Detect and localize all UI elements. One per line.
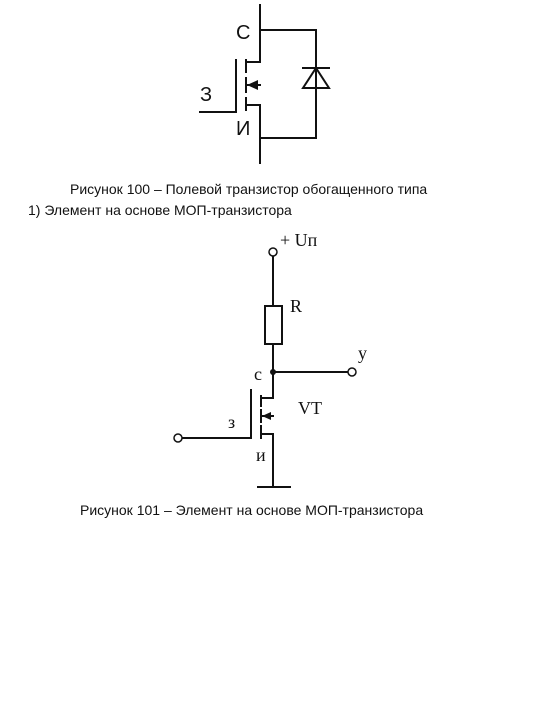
pin-gate-label: З xyxy=(200,84,213,106)
channel-arrow xyxy=(247,80,258,90)
supply-terminal xyxy=(268,247,278,257)
diode-triangle xyxy=(301,66,331,89)
pin-drain-label: С xyxy=(236,22,251,44)
source-label: и xyxy=(256,445,266,465)
output-label: у xyxy=(358,343,367,363)
transistor-label: VT xyxy=(298,398,322,418)
mos-channel-arrow xyxy=(262,412,271,420)
resistor-label: R xyxy=(290,296,303,316)
gate-label: з xyxy=(228,412,236,432)
pin-source-label: И xyxy=(236,118,251,140)
resistor xyxy=(264,305,283,345)
section-heading: 1) Элемент на основе МОП-транзистора xyxy=(28,202,292,218)
drain-label: с xyxy=(254,364,262,384)
supply-label: + Uп xyxy=(280,230,318,250)
figure-100-caption: Рисунок 100 – Полевой транзистор обогаще… xyxy=(70,181,428,197)
gate-terminal xyxy=(173,433,183,443)
junction-dot xyxy=(270,369,276,375)
figure-101-caption: Рисунок 101 – Элемент на основе МОП-тран… xyxy=(80,502,424,518)
output-terminal xyxy=(347,367,357,377)
